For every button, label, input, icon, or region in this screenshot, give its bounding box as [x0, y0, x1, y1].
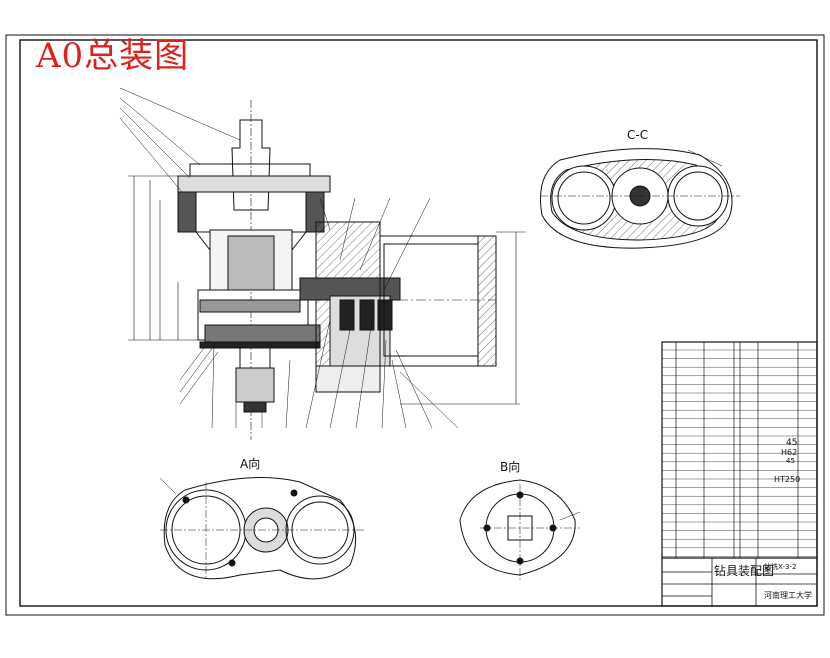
parts-list-rows	[662, 349, 817, 557]
material-4: HT250	[774, 475, 801, 484]
outer-frame	[5, 34, 825, 616]
section-cc-view	[539, 148, 740, 249]
school-name: 河南理工大学	[764, 591, 812, 600]
material-1: 45	[786, 438, 798, 448]
view-a	[159, 477, 365, 580]
view-a-label: A向	[240, 457, 261, 471]
inner-frame	[19, 39, 818, 607]
view-b-label: B向	[500, 460, 521, 474]
section-cc-label: C-C	[627, 128, 649, 142]
drawing-title: A0总装图	[36, 36, 190, 76]
main-section-view	[119, 87, 526, 440]
drawing-code: 钻铣X-3-2	[764, 563, 797, 571]
material-2: H62	[781, 448, 798, 457]
view-b	[459, 479, 581, 580]
drawing-name: 钻具装配图	[714, 564, 775, 578]
material-3: 45	[786, 457, 795, 465]
title-block	[662, 557, 817, 606]
